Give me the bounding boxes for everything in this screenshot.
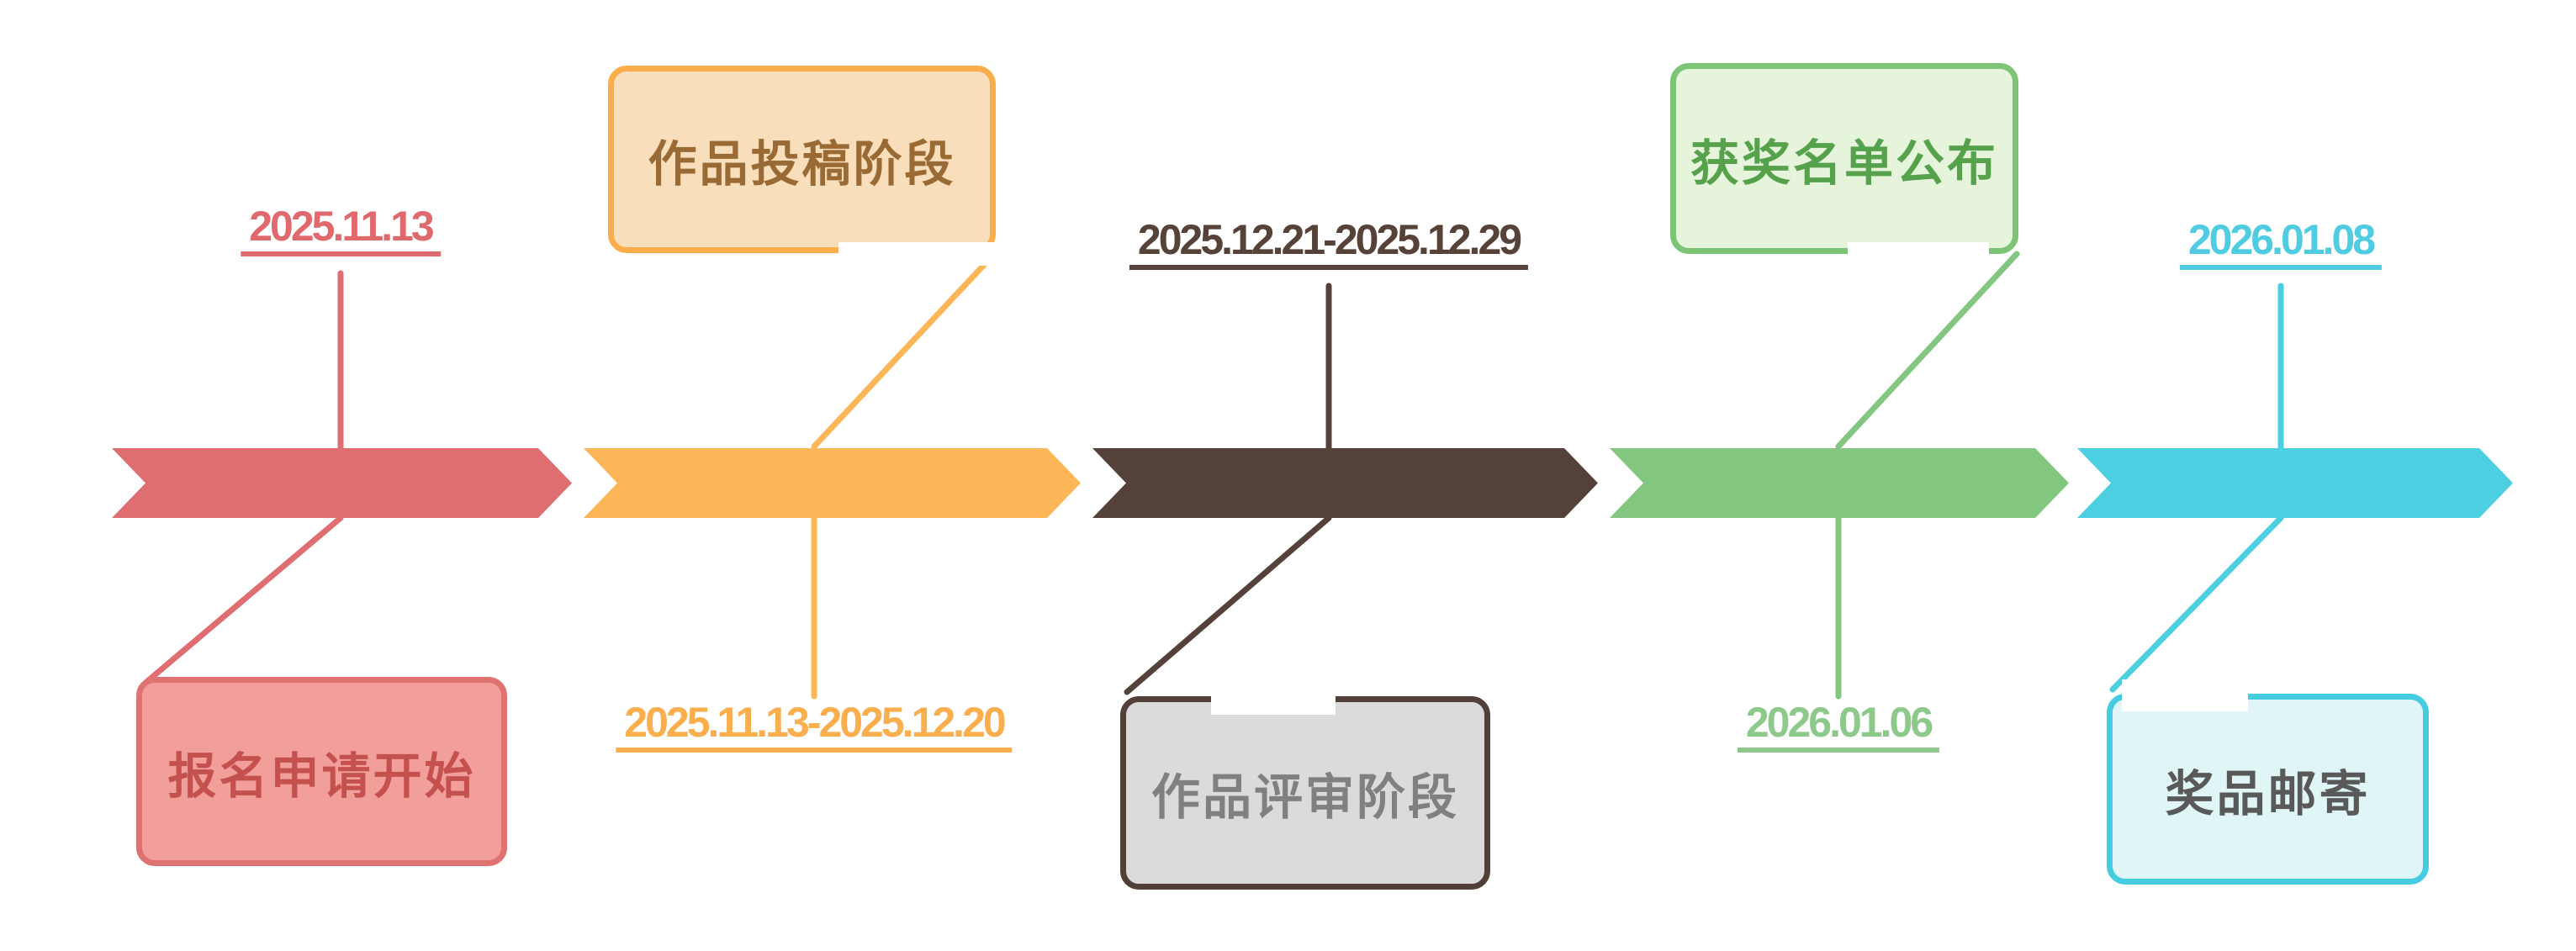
connector-box-stage-1 <box>142 515 344 686</box>
chevron-stage-1 <box>112 448 572 518</box>
chevron-stage-5 <box>2077 448 2513 518</box>
chevron-stage-4 <box>1610 448 2069 518</box>
date-stage-3: 2025.12.21-2025.12.29 <box>1129 219 1529 270</box>
box-notch-stage-2 <box>838 242 1001 266</box>
date-stage-2: 2025.11.13-2025.12.20 <box>616 701 1013 753</box>
chevron-stage-2 <box>584 448 1081 518</box>
box-stage-1: 报名申请开始 <box>136 677 507 866</box>
box-label-stage-5: 奖品邮寄 <box>2165 766 2371 822</box>
date-stage-5: 2026.01.08 <box>2179 219 2383 270</box>
box-label-stage-2: 作品投稿阶段 <box>648 136 956 192</box>
connector-box-stage-2 <box>811 249 999 450</box>
box-stage-4: 获奖名单公布 <box>1670 63 2018 254</box>
chevron-stage-3 <box>1092 448 1598 518</box>
box-notch-stage-4 <box>1848 242 1989 264</box>
box-label-stage-1: 报名申请开始 <box>167 748 476 804</box>
connector-box-stage-3 <box>1124 515 1332 695</box>
box-stage-5: 奖品邮寄 <box>2107 694 2429 885</box>
connector-box-stage-4 <box>1835 251 2020 450</box>
date-stage-1: 2025.11.13 <box>241 205 441 256</box>
box-label-stage-3: 作品评审阶段 <box>1150 770 1459 825</box>
connector-box-stage-5 <box>2109 515 2284 693</box>
box-notch-stage-3 <box>1211 683 1336 715</box>
date-stage-4: 2026.01.06 <box>1737 701 1940 753</box>
box-stage-3: 作品评审阶段 <box>1120 696 1490 890</box>
box-stage-2: 作品投稿阶段 <box>608 66 996 253</box>
box-label-stage-4: 获奖名单公布 <box>1690 135 1998 191</box>
box-notch-stage-5 <box>2122 679 2248 711</box>
